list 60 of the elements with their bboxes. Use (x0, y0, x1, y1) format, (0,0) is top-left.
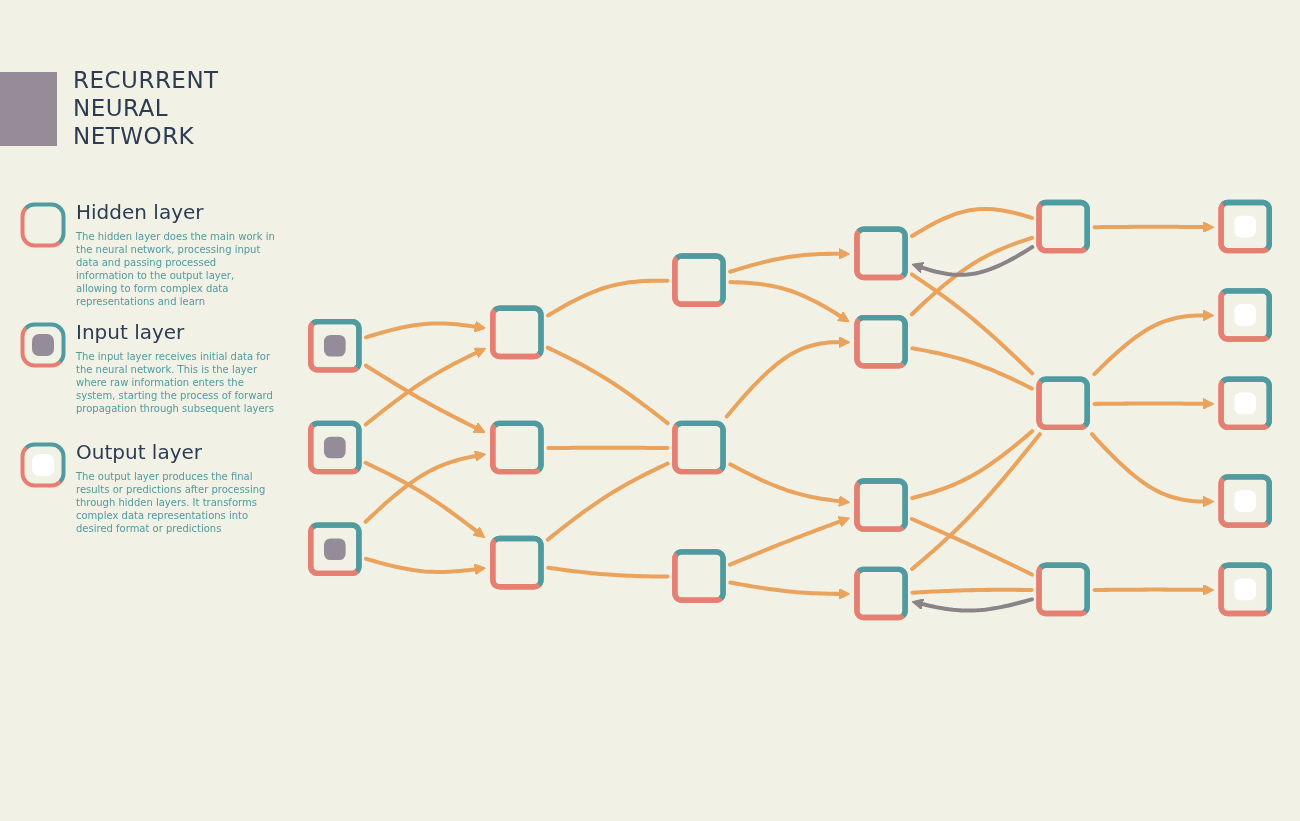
neuron-node (490, 305, 544, 360)
description-text: The output layer produces the final results or predictions after processing through hidden layers. It transforms complex data representations into desired format or predictions (76, 470, 267, 535)
connector-line (909, 272, 1035, 376)
neuron-node (308, 522, 362, 576)
neuron-node (672, 253, 726, 307)
connector-line (545, 345, 670, 426)
neuron-node (672, 420, 726, 475)
arrow (1092, 221, 1215, 233)
arrow (1089, 432, 1215, 508)
neuron-node (672, 549, 726, 603)
arrow (1092, 584, 1215, 596)
neuron-node (490, 535, 544, 590)
neuron-node (490, 420, 544, 475)
neuron-node (1218, 288, 1272, 342)
neuron-node (1218, 199, 1272, 254)
connector-line (910, 432, 1042, 571)
legend-label: Output layer (76, 440, 202, 464)
connector-line (910, 346, 1034, 391)
arrow (728, 247, 851, 274)
arrow (911, 245, 1035, 277)
arrow (1092, 397, 1215, 410)
neuron-node (854, 226, 908, 281)
connector-line (546, 445, 670, 451)
neuron-node (308, 420, 362, 475)
arrow (363, 363, 486, 433)
description-text: The hidden layer does the main work in the neural network, processing input data and passing processed information to the output layer, allowing to form complex data representations and learn (76, 230, 276, 308)
neuron-node (1036, 376, 1090, 431)
arrow (363, 460, 486, 539)
neuron-node (1218, 562, 1272, 617)
arrow (363, 450, 487, 524)
connector-line (909, 517, 1034, 577)
diagram-title: RECURRENT NEURAL NETWORK (73, 66, 220, 150)
neuron-node (1218, 474, 1272, 528)
connector-line (910, 429, 1035, 500)
neuron-node (854, 314, 908, 369)
arrow (728, 580, 851, 600)
arrow (363, 347, 487, 427)
arrow (364, 556, 487, 576)
connector-line (909, 235, 1035, 317)
arrow (911, 597, 1034, 613)
connector-line (910, 587, 1034, 595)
legend-label: Hidden layer (76, 200, 204, 224)
neuron-node (1218, 376, 1272, 431)
neuron-node (1036, 562, 1090, 617)
arrow (727, 516, 850, 567)
connector-line (910, 207, 1034, 239)
arrow (724, 336, 851, 419)
arrow (728, 462, 851, 507)
connector-line (546, 278, 670, 318)
neuron-node (1036, 199, 1090, 254)
neuron-node (854, 566, 908, 621)
arrow (728, 280, 850, 323)
connector-line (546, 565, 670, 579)
description-text: The input layer receives initial data for the neural network. This is the layer where raw information enters the system, starting the process of forward propagation through subsequent layers (76, 350, 275, 415)
neuron-node (854, 478, 908, 532)
connector-line (545, 461, 670, 542)
neuron-node (308, 318, 362, 373)
arrow (1092, 309, 1215, 377)
arrow (363, 320, 487, 340)
legend-label: Input layer (76, 320, 185, 344)
